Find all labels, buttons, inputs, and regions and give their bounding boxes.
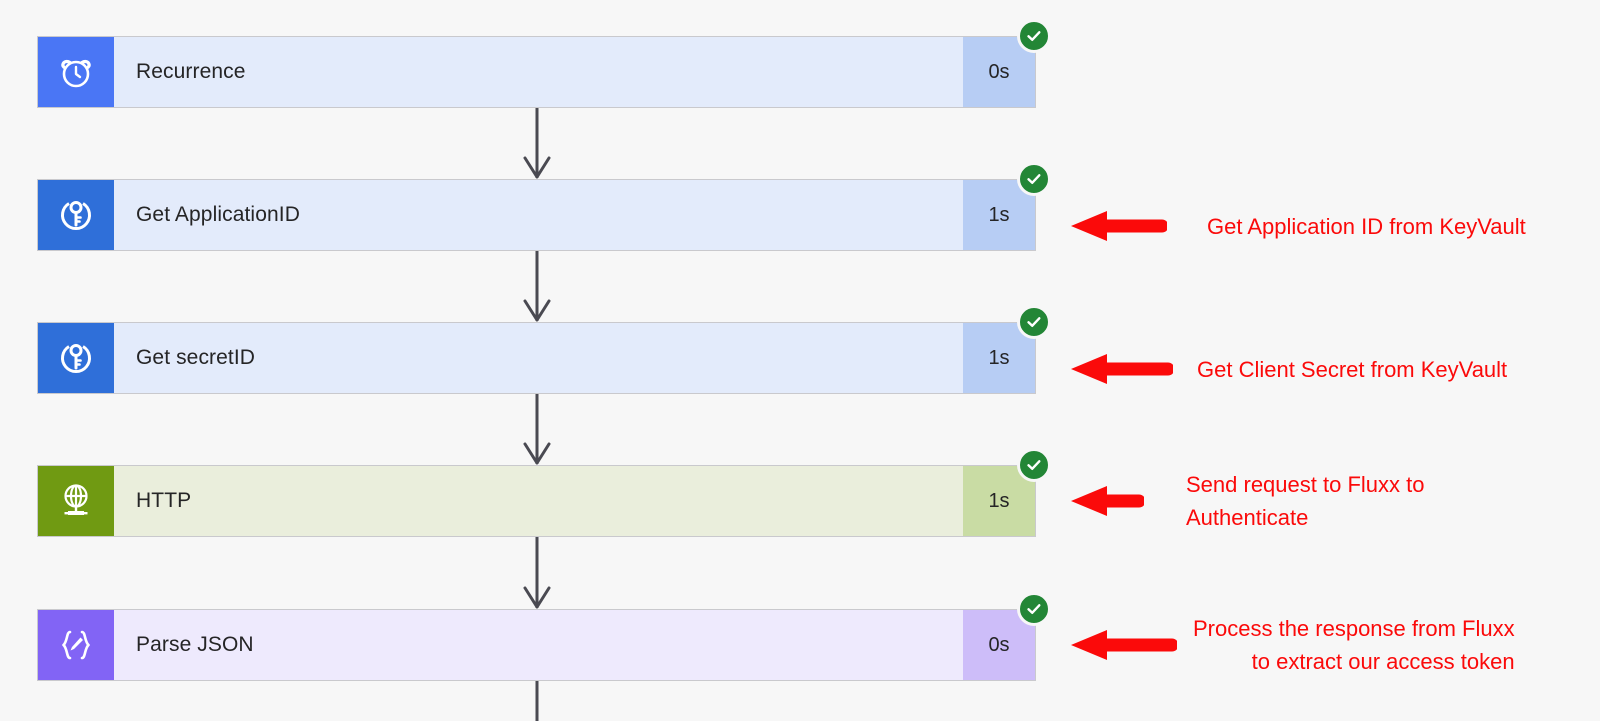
key-vault-icon [38,323,114,393]
annotation-text: Get Application ID from KeyVault [1207,213,1526,239]
connector-parse-json-to-next [517,681,557,721]
annotation-get-application-id: Get Application ID from KeyVault [1071,190,1526,262]
status-badge-succeeded [1017,448,1051,482]
node-body: Parse JSON [114,610,963,680]
arrow-left-icon [1071,205,1167,247]
annotation-get-secret-id: Get Client Secret from KeyVault [1071,333,1507,405]
status-badge-succeeded [1017,592,1051,626]
node-body: HTTP [114,466,963,536]
arrow-left-icon [1071,480,1144,522]
connector-recurrence-to-get-application-id [517,108,557,179]
annotation-text: Send request to Fluxx to Authenticate [1186,472,1425,530]
arrow-left-icon [1071,624,1177,666]
check-icon [1025,313,1043,331]
node-title: Recurrence [136,60,246,83]
node-title: Parse JSON [136,633,254,656]
annotation-http: Send request to Fluxx to Authenticate [1071,465,1424,537]
key-vault-icon [38,180,114,250]
globe-icon [38,466,114,536]
check-icon [1025,27,1043,45]
check-icon [1025,456,1043,474]
node-body: Get ApplicationID [114,180,963,250]
node-title: HTTP [136,489,192,512]
annotation-text: Process the response from Fluxx to extra… [1193,616,1515,674]
node-title: Get secretID [136,346,256,369]
braces-pencil-icon [38,610,114,680]
node-duration: 0s [963,37,1035,107]
status-badge-succeeded [1017,19,1051,53]
connector-get-secret-id-to-http [517,394,557,465]
status-badge-succeeded [1017,162,1051,196]
connector-get-application-id-to-get-secret-id [517,251,557,322]
connector-http-to-parse-json [517,537,557,609]
node-body: Recurrence [114,37,963,107]
check-icon [1025,170,1043,188]
node-title: Get ApplicationID [136,203,300,226]
arrow-left-icon [1071,348,1173,390]
annotation-parse-json: Process the response from Fluxx to extra… [1071,609,1515,681]
node-body: Get secretID [114,323,963,393]
check-icon [1025,600,1043,618]
status-badge-succeeded [1017,305,1051,339]
annotation-text: Get Client Secret from KeyVault [1197,356,1508,382]
workflow-node-recurrence[interactable]: Recurrence 0s [37,19,1051,108]
alarm-clock-icon [38,37,114,107]
